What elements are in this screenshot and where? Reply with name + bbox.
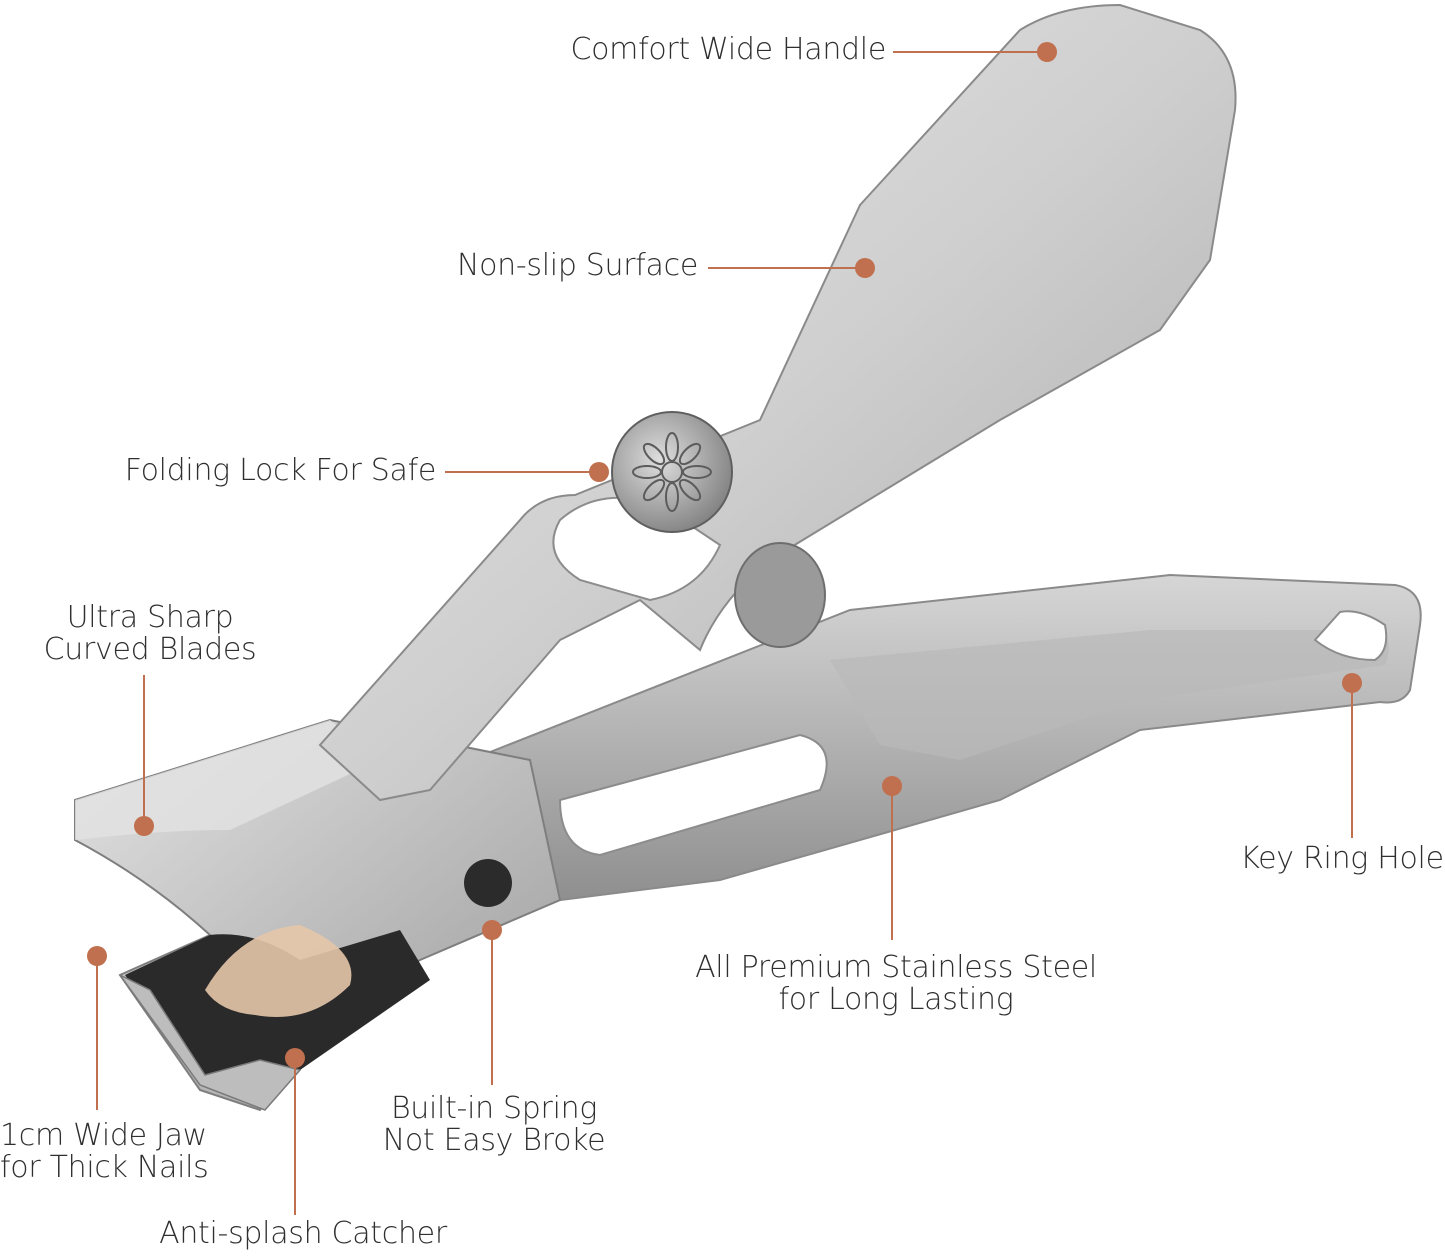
catcher-shell <box>119 974 302 1111</box>
key-ring-hole <box>1313 610 1388 662</box>
label-spring: Built-in Spring Not Easy Broke <box>382 1091 606 1158</box>
label-key-ring: Key Ring Hole <box>1240 841 1444 876</box>
blade-top-face <box>75 720 380 840</box>
dot-non-slip <box>855 258 875 278</box>
callout-lines <box>96 51 1353 1215</box>
lower-lever-recess <box>830 630 1389 760</box>
lower-lever-slot <box>558 733 828 857</box>
dot-comfort-handle <box>1037 42 1057 62</box>
label-non-slip: Non-slip Surface <box>456 248 698 283</box>
spring-pin <box>464 859 512 907</box>
dot-spring <box>482 920 502 940</box>
label-catcher: Anti-splash Catcher <box>159 1216 447 1251</box>
label-comfort-handle: Comfort Wide Handle <box>570 32 886 67</box>
lock-hinge <box>734 542 826 648</box>
dot-key-ring <box>1342 673 1362 693</box>
dot-sharp-blades <box>134 816 154 836</box>
dot-wide-jaw <box>87 946 107 966</box>
label-sharp-blades: Ultra Sharp Curved Blades <box>43 600 257 667</box>
top-lever <box>318 3 1237 802</box>
dot-folding-lock <box>589 462 609 482</box>
folding-lock-button <box>611 411 733 533</box>
jaw-opening <box>125 930 430 1105</box>
label-folding-lock: Folding Lock For Safe <box>124 453 437 488</box>
dot-catcher <box>285 1048 305 1068</box>
label-wide-jaw: 1cm Wide Jaw for Thick Nails <box>0 1118 209 1185</box>
nail-clippings <box>205 925 352 1017</box>
callout-dots <box>87 42 1362 1068</box>
flower-emblem-icon <box>632 432 712 512</box>
dot-stainless <box>882 776 902 796</box>
label-stainless: All Premium Stainless Steel for Long Las… <box>695 950 1097 1017</box>
